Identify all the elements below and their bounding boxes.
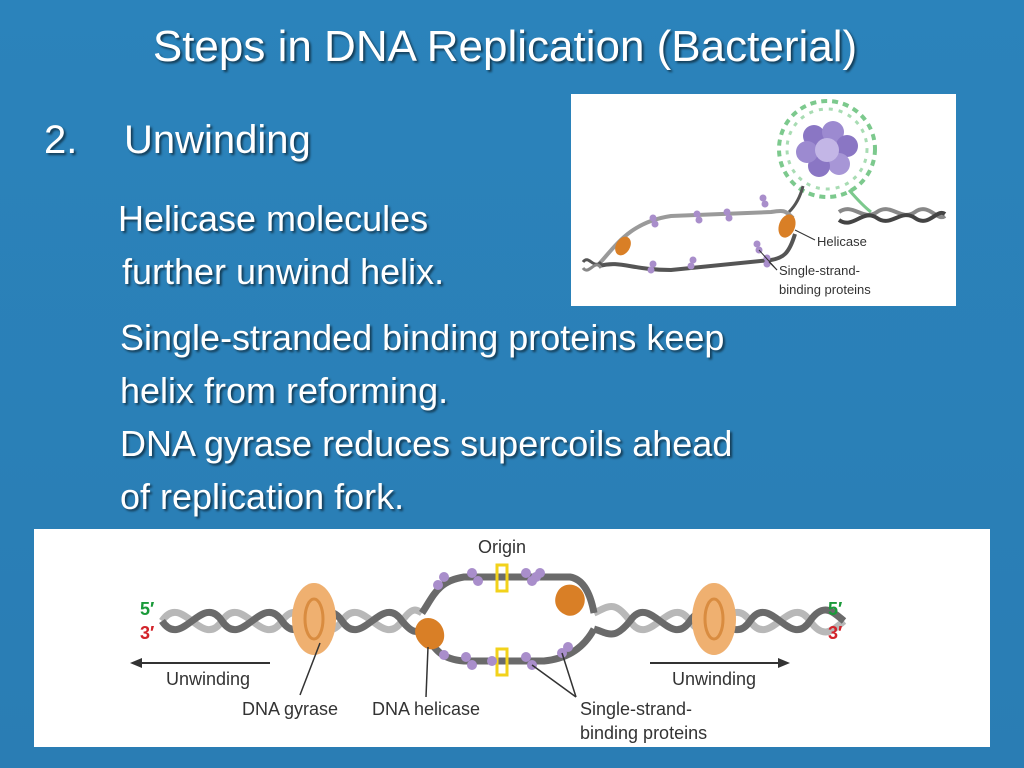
replication-fork-diagram: Origin bbox=[130, 537, 847, 743]
dna-gyrase-left-icon bbox=[292, 583, 336, 655]
right-3prime-label: 3′ bbox=[828, 623, 842, 643]
list-heading: Unwinding bbox=[124, 118, 311, 162]
left-unwinding-label: Unwinding bbox=[166, 669, 250, 689]
bubble-upper-strand bbox=[419, 573, 598, 615]
dna-gyrase-right-icon bbox=[692, 583, 736, 655]
paragraph-line: DNA gyrase reduces supercoils ahead bbox=[120, 423, 733, 464]
paragraph-line: Helicase molecules bbox=[118, 198, 429, 239]
origin-marker-bottom bbox=[495, 647, 509, 677]
paragraph-line: helix from reforming. bbox=[120, 370, 449, 411]
helicase-label: Helicase bbox=[817, 234, 867, 249]
dna-helicase-left-icon bbox=[415, 618, 445, 650]
slide-title: Steps in DNA Replication (Bacterial) bbox=[152, 22, 858, 71]
ssb-label-line2: binding proteins bbox=[580, 723, 707, 743]
helicase-left-icon bbox=[615, 236, 631, 256]
paragraph-line: further unwind helix. bbox=[122, 251, 445, 292]
dna-helicase-right-icon bbox=[555, 584, 585, 616]
lower-strand bbox=[598, 233, 797, 273]
right-5prime-label: 5′ bbox=[828, 599, 842, 619]
dna-helicase-label: DNA helicase bbox=[372, 699, 480, 719]
helicase-right-icon bbox=[778, 214, 796, 238]
ssb-label-line1: Single-strand- bbox=[580, 699, 692, 719]
left-3prime-label: 3′ bbox=[140, 623, 154, 643]
replication-fork-figure: Origin bbox=[34, 529, 990, 747]
upper-strand bbox=[597, 208, 795, 266]
helicase-paragraph: Helicase molecules further unwind helix. bbox=[118, 192, 444, 298]
chromosome-cluster bbox=[777, 99, 877, 199]
paragraph-line: Single-stranded binding proteins keep bbox=[120, 317, 725, 358]
helix-right bbox=[837, 207, 947, 225]
replication-bubble-figure: Helicase Single-strand- binding proteins bbox=[571, 94, 956, 306]
ssb-proteins bbox=[433, 568, 573, 670]
origin-marker-top bbox=[495, 563, 509, 593]
dna-gyrase-label: DNA gyrase bbox=[242, 699, 338, 719]
ssb-label-line2: binding proteins bbox=[779, 282, 871, 297]
ssb-label-line1: Single-strand- bbox=[779, 263, 860, 278]
paragraph-line: of replication fork. bbox=[120, 476, 405, 517]
list-number: 2. bbox=[44, 118, 78, 162]
replication-bubble-diagram: Helicase Single-strand- binding proteins bbox=[581, 99, 947, 297]
left-5prime-label: 5′ bbox=[140, 599, 154, 619]
origin-label: Origin bbox=[478, 537, 526, 557]
helix-left bbox=[159, 606, 424, 635]
ssb-gyrase-paragraph: Single-stranded binding proteins keep he… bbox=[120, 311, 732, 523]
right-unwinding-label: Unwinding bbox=[672, 669, 756, 689]
